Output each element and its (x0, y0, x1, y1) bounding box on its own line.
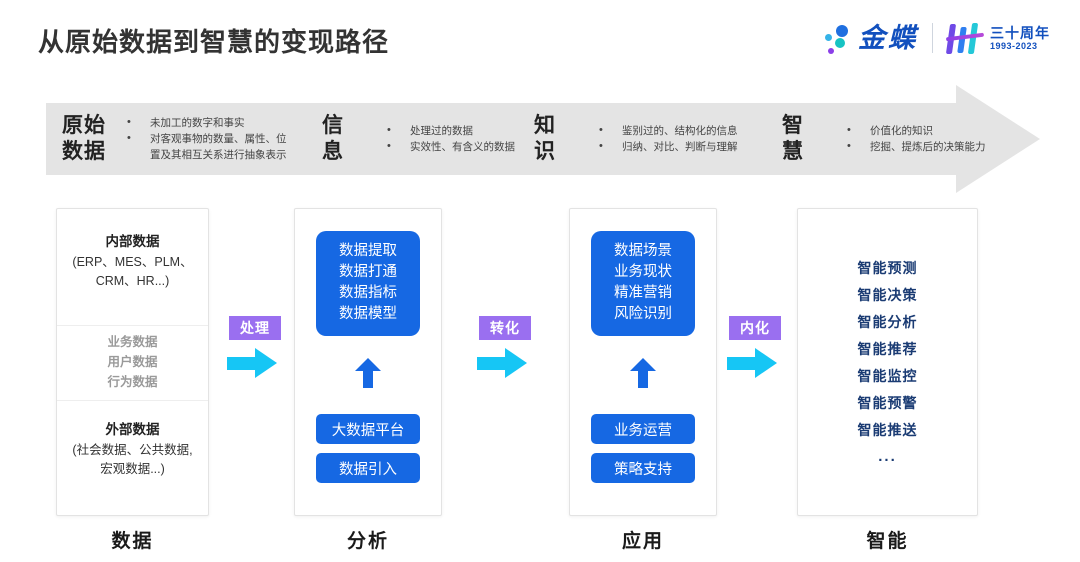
page-title: 从原始数据到智慧的变现路径 (38, 27, 390, 57)
anniversary-mark-icon (945, 21, 985, 55)
banner-stage-information: 信 息 处理过的数据 实效性、有含义的数据 (322, 85, 534, 193)
analysis-capability-line: 数据打通 (339, 264, 397, 281)
data-type-item: 行为数据 (107, 374, 158, 389)
data-type-item: 用户数据 (107, 355, 158, 370)
footer-label-data: 数据 (111, 531, 154, 552)
stage-banner-content: 原始 数据 未加工的数字和事实 对客观事物的数量、属性、位 置及其相互关系进行抽… (46, 85, 1040, 193)
banner-bullet: 对客观事物的数量、属性、位 (122, 130, 287, 147)
connector-label: 转化 (479, 316, 531, 340)
application-pill-business-ops: 业务运营 (591, 414, 695, 445)
banner-stage-term: 信 息 (322, 114, 344, 163)
data-type-item: 业务数据 (107, 335, 158, 350)
intelligence-item: 智能推荐 (857, 341, 918, 358)
banner-bullet: 处理过的数据 (382, 122, 515, 139)
column-card-analysis: 数据提取 数据打通 数据指标 数据模型 大数据平台 数据引入 (294, 208, 442, 516)
brand-divider (932, 23, 933, 53)
external-data-sub-line2: 宏观数据...) (100, 461, 165, 476)
footer-label-analysis: 分析 (346, 531, 389, 552)
anniversary-logo: 三十周年 1993-2023 (945, 21, 1050, 55)
banner-stage-bullets: 价值化的知识 挖掘、提炼后的决策能力 (842, 122, 986, 156)
banner-stage-bullets: 未加工的数字和事实 对客观事物的数量、属性、位 置及其相互关系进行抽象表示 (122, 114, 287, 164)
connector-processing: 处理 (222, 316, 288, 378)
up-arrow-icon (355, 358, 381, 389)
application-capability-line: 数据场景 (614, 243, 672, 259)
intelligence-item: 智能预警 (857, 395, 918, 412)
banner-stage-knowledge: 知 识 鉴别过的、结构化的信息 归纳、对比、判断与理解 (534, 85, 782, 193)
banner-bullet: 挖掘、提炼后的决策能力 (842, 138, 986, 155)
application-capability-line: 风险识别 (614, 306, 672, 323)
intelligence-item: 智能预测 (857, 260, 918, 276)
analysis-capability-line: 数据提取 (339, 243, 397, 259)
right-arrow-icon (227, 348, 283, 378)
banner-bullet-cont: 置及其相互关系进行抽象表示 (150, 149, 287, 162)
right-arrow-icon (477, 348, 533, 378)
banner-stage-bullets: 处理过的数据 实效性、有含义的数据 (382, 122, 515, 156)
footer-label-intelligence: 智能 (866, 531, 909, 552)
connector-transformation: 转化 (472, 316, 538, 378)
banner-bullet: 鉴别过的、结构化的信息 (594, 122, 738, 139)
analysis-pill-bigdata-platform: 大数据平台 (316, 414, 420, 445)
banner-stage-term: 智 慧 (782, 114, 804, 163)
intelligence-item: 智能分析 (857, 314, 918, 331)
intelligence-item: 智能决策 (857, 287, 918, 304)
application-capability-box: 数据场景 业务现状 精准营销 风险识别 (591, 231, 695, 337)
banner-stage-bullets: 鉴别过的、结构化的信息 归纳、对比、判断与理解 (594, 122, 738, 156)
anniversary-years: 1993-2023 (990, 40, 1038, 51)
brand-name: 金蝶 (858, 22, 918, 53)
kingdee-dots-icon (820, 21, 854, 55)
column-card-intelligence: 智能预测 智能决策 智能分析 智能推荐 智能监控 智能预警 智能推送 ... (797, 208, 978, 516)
analysis-capability-line: 数据指标 (339, 285, 397, 302)
banner-stage-raw-data: 原始 数据 未加工的数字和事实 对客观事物的数量、属性、位 置及其相互关系进行抽… (46, 85, 322, 193)
intelligence-ellipsis: ... (878, 448, 897, 466)
connector-label: 处理 (229, 316, 281, 340)
banner-stage-wisdom: 智 慧 价值化的知识 挖掘、提炼后的决策能力 (782, 85, 1032, 193)
up-arrow-icon (630, 358, 656, 389)
connector-label: 内化 (729, 316, 781, 340)
banner-bullet: 价值化的知识 (842, 122, 986, 139)
banner-stage-term: 原始 数据 (62, 114, 106, 163)
banner-stage-term: 知 识 (534, 114, 556, 163)
external-data-section: 外部数据 (社会数据、公共数据, 宏观数据...) (57, 401, 208, 479)
internal-data-sub-line2: CRM、HR...) (95, 273, 170, 288)
intelligence-item: 智能监控 (857, 368, 918, 385)
analysis-capability-line: 数据模型 (339, 306, 397, 323)
column-card-data: 内部数据 (ERP、MES、PLM、 CRM、HR...) 业务数据 用户数据 … (56, 208, 209, 516)
application-pill-strategy-support: 策略支持 (591, 453, 695, 484)
internal-data-title: 内部数据 (105, 234, 160, 249)
right-arrow-icon (727, 348, 783, 378)
intelligence-capability-list: 智能预测 智能决策 智能分析 智能推荐 智能监控 智能预警 智能推送 ... (798, 209, 977, 470)
banner-bullet: 实效性、有含义的数据 (382, 138, 515, 155)
banner-bullet: 归纳、对比、判断与理解 (594, 138, 738, 155)
internal-data-sub-line1: (ERP、MES、PLM、 (72, 254, 193, 269)
column-card-application: 数据场景 业务现状 精准营销 风险识别 业务运营 策略支持 (569, 208, 717, 516)
data-types-section: 业务数据 用户数据 行为数据 (57, 325, 208, 401)
footer-label-application: 应用 (621, 531, 664, 552)
anniversary-label: 三十周年 (990, 24, 1050, 41)
banner-bullet: 未加工的数字和事实 (122, 114, 287, 131)
application-capability-line: 业务现状 (614, 264, 672, 281)
analysis-pill-data-ingest: 数据引入 (316, 453, 420, 484)
intelligence-item: 智能推送 (857, 422, 918, 439)
internal-data-section: 内部数据 (ERP、MES、PLM、 CRM、HR...) (57, 209, 208, 325)
brand-logo: 金蝶 三十周年 1993-2023 (820, 18, 1050, 58)
external-data-title: 外部数据 (105, 422, 160, 437)
analysis-capability-box: 数据提取 数据打通 数据指标 数据模型 (316, 231, 420, 337)
connector-internalization: 内化 (722, 316, 788, 378)
application-capability-line: 精准营销 (614, 285, 672, 302)
external-data-sub-line1: (社会数据、公共数据, (72, 442, 193, 457)
